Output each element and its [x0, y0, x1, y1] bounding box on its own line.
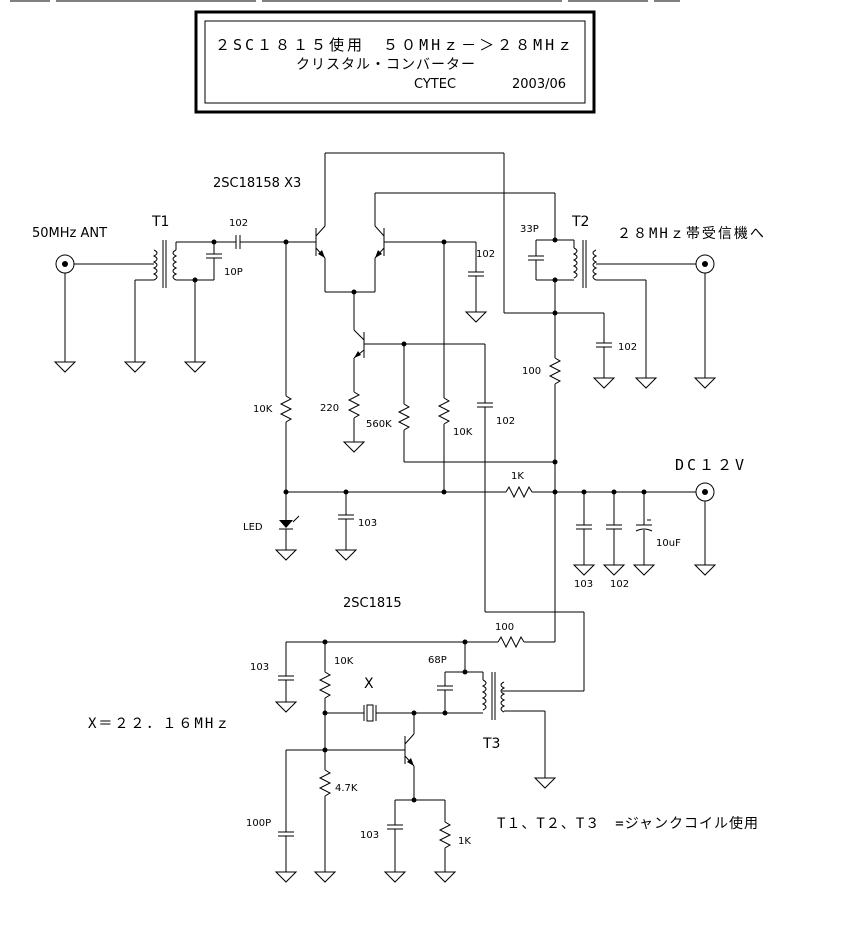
c-102-dc-label: 102 — [610, 579, 629, 590]
r-1k-label: 1K — [511, 471, 524, 482]
antenna-input: 50MHz ANT — [32, 226, 154, 362]
title-line2: クリスタル・コンバーター — [296, 57, 476, 73]
r-10k-osc-label: 10K — [334, 656, 354, 667]
r-10k-mid-label: 10K — [453, 427, 473, 438]
c-100p-label: 100P — [246, 818, 271, 829]
transformer-t1: T1 — [134, 214, 214, 362]
capacitor-102-in: 102 — [214, 218, 286, 249]
c-10uf-label: 10uF — [656, 538, 681, 549]
title-line1: ２SC１８１５使用 ５０MHｚ－＞２８MHｚ — [215, 36, 575, 54]
ground-symbol — [533, 777, 557, 789]
r-100-top-label: 100 — [522, 366, 541, 377]
c-68p-label: 68P — [428, 655, 447, 666]
ground-symbol — [123, 361, 147, 373]
ground-symbol — [383, 871, 407, 883]
c-102-in-label: 102 — [229, 218, 248, 229]
led-label: LED — [243, 522, 263, 533]
r-10k-left-label: 10K — [253, 404, 273, 415]
c-103-osc-label: 103 — [250, 662, 269, 673]
capacitor-102-t2: 102 — [596, 313, 637, 378]
coil-note: T１、T２、T３ =ジャンクコイル使用 — [497, 815, 759, 832]
transformer-t3: T3 68P — [428, 642, 546, 778]
r-100-osc-label: 100 — [495, 622, 514, 633]
title-date: 2003/06 — [512, 77, 566, 92]
resistor-100-top: 100 — [522, 357, 562, 492]
ground-symbol — [274, 549, 298, 561]
capacitor-102-mid: 102 — [477, 344, 585, 692]
t1-label: T1 — [151, 214, 169, 230]
ground-symbol — [313, 871, 337, 883]
resistor-560k: 560K — [366, 344, 555, 463]
dc-label: DC１２V — [675, 456, 747, 474]
c-102-mid-label: 102 — [496, 416, 515, 427]
resistor-10k-mid: 10K — [437, 242, 473, 492]
output-connector — [695, 254, 715, 378]
ground-symbol — [632, 564, 656, 576]
resistor-1k: 1K — [505, 471, 696, 499]
osc-transistor-label: 2SC1815 — [343, 596, 402, 611]
transistor-top-label: 2SC18158 X3 — [213, 176, 301, 191]
title-author: CYTEC — [414, 77, 456, 92]
antenna-label: 50MHz ANT — [32, 226, 107, 241]
ground-symbol — [572, 564, 596, 576]
r-1k-em-label: 1K — [458, 836, 471, 847]
ground-symbol — [334, 549, 358, 561]
resistor-1k-em: 1K — [438, 800, 471, 872]
ground-symbol — [634, 377, 658, 389]
ground-symbol — [274, 871, 298, 883]
crystal: X — [325, 676, 445, 722]
t3-label: T3 — [482, 736, 500, 752]
resistor-100-osc: 100 — [495, 622, 525, 649]
capacitor-10p: 10P — [206, 242, 243, 280]
c-33p-label: 33P — [520, 224, 539, 235]
r-4-7k-label: 4.7K — [335, 783, 358, 794]
ground-symbol — [433, 871, 457, 883]
oscillator-transistor — [325, 713, 415, 800]
mixer-transistor-left — [286, 153, 326, 292]
ground-symbol — [274, 701, 298, 713]
ground-symbol — [464, 311, 488, 323]
led: LED — [243, 492, 300, 550]
current-source-transistor — [353, 292, 404, 392]
ground-symbol — [693, 564, 717, 576]
output-label: ２８MHｚ帯受信機へ — [617, 226, 766, 242]
resistor-220: 220 — [320, 391, 361, 442]
c-102-mix-label: 102 — [476, 249, 495, 260]
dc-connector: DC１２V — [675, 456, 747, 565]
ground-symbol — [342, 441, 366, 453]
capacitor-103-dc: 103 — [574, 492, 593, 590]
r-220-label: 220 — [320, 403, 339, 414]
capacitor-102-dc: 102 — [606, 492, 629, 590]
c-10p-label: 10P — [224, 267, 243, 278]
capacitor-103-em: 103 — [360, 800, 403, 872]
ground-symbol — [592, 377, 616, 389]
ground-symbol — [693, 377, 717, 389]
ground-symbol — [53, 361, 77, 373]
capacitor-10uf: 10uF — [635, 492, 681, 565]
capacitor-103-led: 103 — [338, 492, 377, 550]
ground-symbol — [183, 361, 207, 373]
resistor-10k-left: 10K — [253, 242, 293, 492]
mixer-transistor-right — [374, 193, 444, 292]
capacitor-100p: 100P — [246, 749, 325, 872]
c-103-dc-label: 103 — [574, 579, 593, 590]
resistor-4-7k: 4.7K — [318, 769, 358, 872]
c-103-led-label: 103 — [358, 518, 377, 529]
c-103-em-label: 103 — [360, 830, 379, 841]
ground-symbol — [602, 564, 626, 576]
title-box: ２SC１８１５使用 ５０MHｚ－＞２８MHｚ クリスタル・コンバーター CYTE… — [194, 10, 596, 114]
t2-label: T2 — [571, 214, 589, 230]
capacitor-103-osc: 103 — [250, 642, 294, 702]
c-102-t2-label: 102 — [618, 342, 637, 353]
crystal-label: X — [364, 676, 374, 692]
transformer-t2: T2 33P — [520, 214, 696, 378]
resistor-10k-osc: 10K — [318, 642, 354, 770]
crystal-freq-label: X＝２２．１６MHｚ — [88, 716, 231, 732]
capacitor-102-mix: 102 — [468, 242, 495, 312]
r-560k-label: 560K — [366, 419, 392, 430]
